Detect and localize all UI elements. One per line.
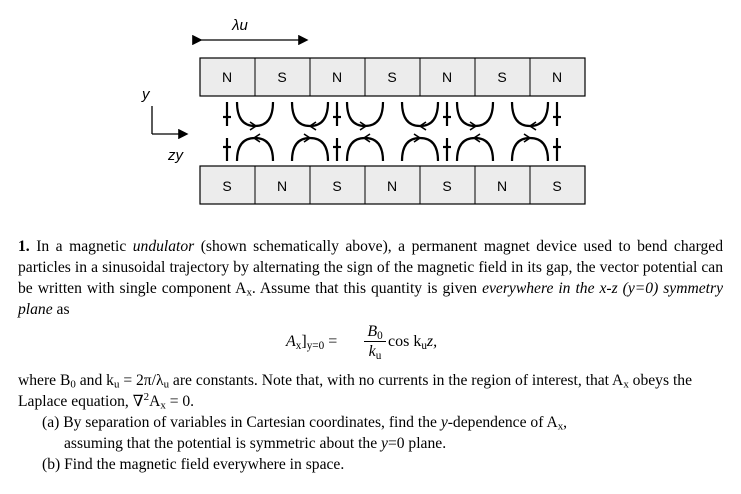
text-span: are constants. Note that, with no curren… — [169, 372, 624, 389]
field-lines — [223, 101, 561, 162]
constants-paragraph: where B0 and ku = 2π/λu are constants. N… — [18, 370, 723, 412]
zy-axis-label: zy — [167, 147, 185, 164]
part-a-continued: assuming that the potential is symmetric… — [64, 433, 724, 454]
text-span: In a magnetic — [36, 238, 133, 255]
text-span: assuming that the potential is symmetric… — [64, 435, 382, 452]
wavelength-label: λu — [231, 17, 248, 34]
top-pole-2: S — [277, 69, 286, 85]
subscript: x — [557, 420, 564, 433]
text-span: A — [149, 393, 161, 410]
subscript: x — [295, 339, 302, 352]
y-axis-label: y — [141, 86, 151, 103]
subscript: u — [375, 349, 382, 362]
bottom-magnet-row: S N S N S N S — [199, 165, 586, 205]
text-span: and k — [75, 372, 114, 389]
problem-statement: 1. In a magnetic undulator (shown schema… — [18, 236, 723, 320]
top-pole-1: N — [222, 69, 232, 85]
text-span: =0 plane. — [387, 435, 447, 452]
eq-symbol: A — [286, 333, 296, 350]
bottom-pole-7: S — [552, 178, 561, 194]
superscript: 2 — [143, 391, 150, 403]
eq-fraction: B0 ku — [364, 322, 386, 362]
text-span: . Assume that this quantity is given — [251, 280, 483, 297]
text-span: = 2π/λ — [119, 372, 164, 389]
subscript: u — [163, 378, 170, 391]
text-span: -dependence of A — [447, 414, 558, 431]
eq-bracket: ] — [301, 333, 307, 350]
text-span: (shown schematically above), a permanent… — [18, 238, 723, 297]
text-span: = 0. — [165, 393, 195, 410]
eq-denominator: k — [368, 343, 376, 360]
eq-cos: cos k — [388, 333, 422, 350]
eq-numerator: B — [367, 323, 378, 340]
top-pole-7: N — [552, 69, 562, 85]
symmetry-plane-phrase: everywhere in the x-z (y=0) symmetry pla… — [18, 280, 723, 318]
subscript: x — [246, 286, 252, 299]
undulator-term: undulator — [132, 238, 195, 255]
italic-y: y — [381, 435, 388, 452]
eq-equals: = — [324, 333, 338, 350]
part-a: (a) By separation of variables in Cartes… — [42, 412, 724, 433]
text-span: , — [563, 414, 568, 431]
coordinate-axes: y zy — [141, 86, 189, 164]
text-span: where B — [18, 372, 71, 389]
text-span: (a) By separation of variables in Cartes… — [42, 414, 441, 431]
subscript: y=0 — [306, 339, 325, 352]
text-span: as — [52, 301, 70, 318]
bottom-pole-1: S — [222, 178, 231, 194]
top-pole-4: S — [387, 69, 396, 85]
bottom-pole-2: N — [277, 178, 287, 194]
bottom-pole-5: S — [442, 178, 451, 194]
eq-z: z, — [426, 333, 438, 350]
problem-number: 1. — [18, 238, 30, 255]
subscript: 0 — [70, 378, 76, 391]
top-pole-6: S — [497, 69, 506, 85]
part-b: (b) Find the magnetic field everywhere i… — [42, 454, 741, 475]
italic-y: y — [440, 414, 448, 431]
top-pole-3: N — [332, 69, 342, 85]
bottom-pole-6: N — [497, 178, 507, 194]
top-pole-5: N — [442, 69, 452, 85]
subscript: u — [421, 339, 427, 352]
bottom-pole-3: S — [332, 178, 341, 194]
subscript: u — [113, 378, 120, 391]
subscript: 0 — [377, 329, 383, 342]
text-span: (b) Find the magnetic field everywhere i… — [42, 456, 345, 473]
undulator-diagram: λu N S N S N S N S N S N S N S — [141, 17, 586, 205]
subscript: x — [160, 399, 166, 412]
subscript: x — [623, 378, 629, 391]
text-span: obeys the Laplace equation, ∇ — [18, 372, 692, 410]
top-magnet-row: N S N S N S N — [199, 57, 586, 97]
bottom-pole-4: N — [387, 178, 397, 194]
